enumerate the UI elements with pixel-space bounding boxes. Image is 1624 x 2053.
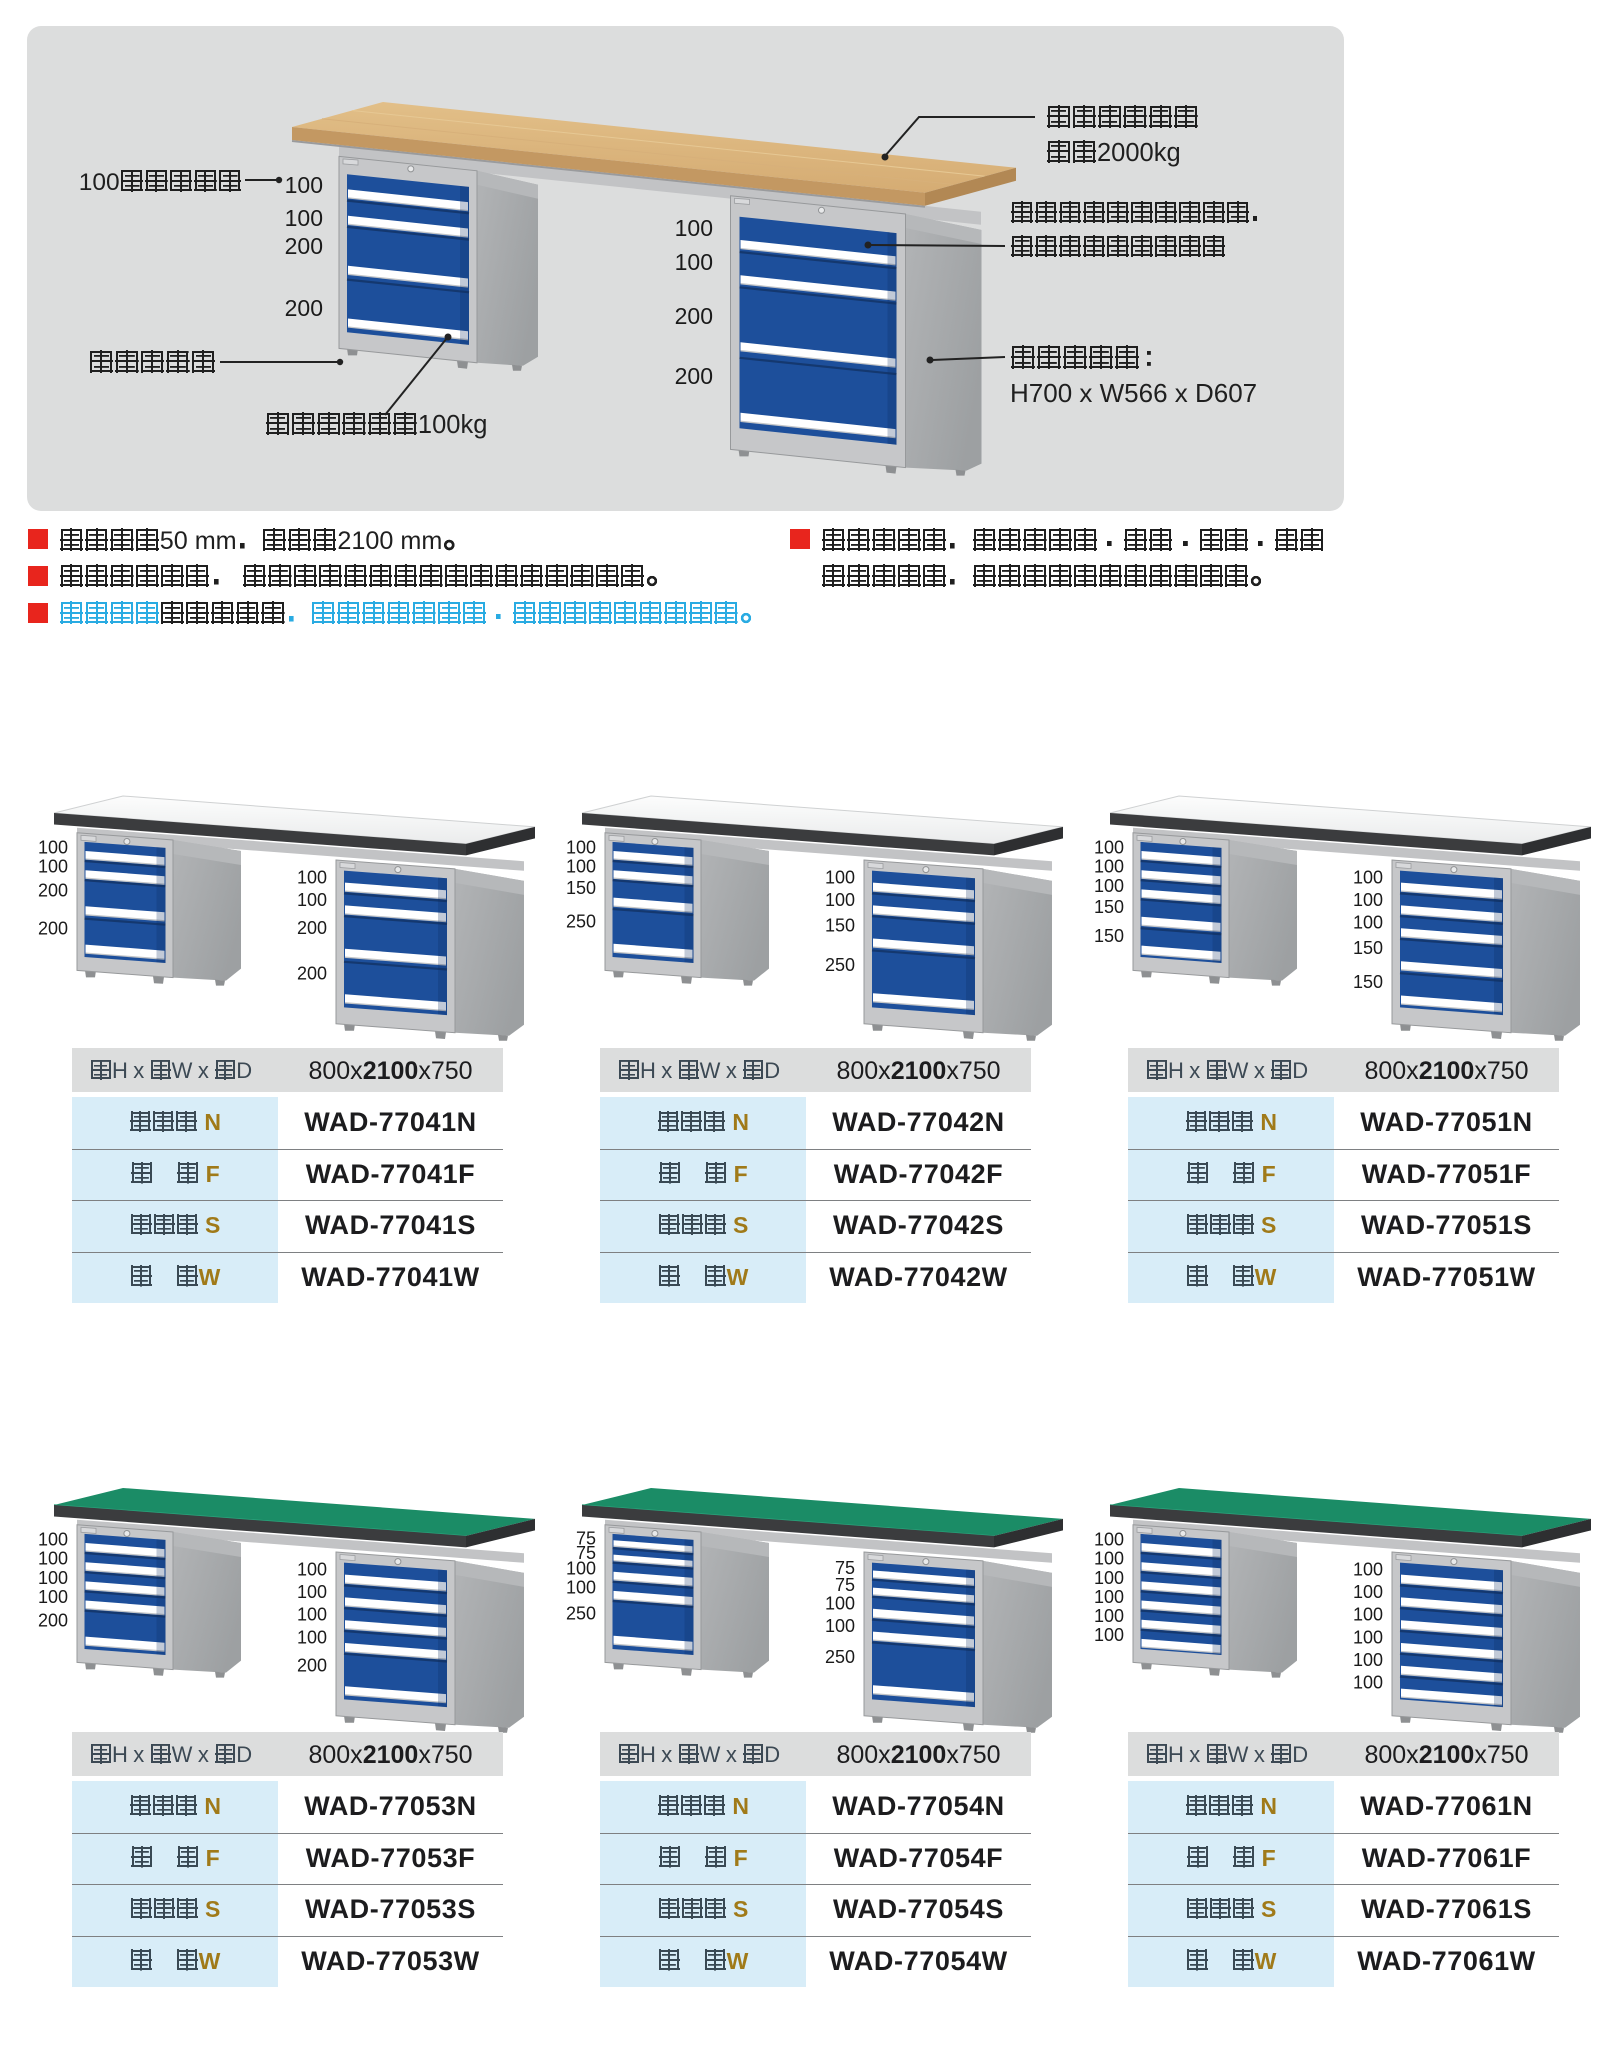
svg-text:200: 200 [38, 880, 68, 900]
svg-text:100: 100 [1353, 1673, 1383, 1693]
svg-text:100: 100 [285, 205, 323, 231]
svg-text:100: 100 [1353, 913, 1383, 933]
svg-text:100: 100 [297, 1582, 327, 1602]
svg-text:75: 75 [835, 1558, 855, 1578]
svg-text:100: 100 [297, 1605, 327, 1625]
svg-text:100: 100 [825, 1593, 855, 1613]
svg-text:100: 100 [825, 1616, 855, 1636]
svg-text:200: 200 [297, 918, 327, 938]
svg-text:150: 150 [1353, 972, 1383, 992]
svg-text:100: 100 [825, 867, 855, 887]
svg-text:100: 100 [1094, 1568, 1124, 1588]
svg-text:100: 100 [825, 890, 855, 910]
svg-text:100: 100 [297, 1627, 327, 1647]
svg-text:100: 100 [1353, 1559, 1383, 1579]
svg-text:100: 100 [1353, 1582, 1383, 1602]
svg-text:100: 100 [1353, 1627, 1383, 1647]
svg-text:250: 250 [825, 955, 855, 975]
svg-text:100: 100 [1353, 890, 1383, 910]
svg-text:75: 75 [835, 1575, 855, 1595]
svg-text:150: 150 [566, 878, 596, 898]
svg-text:100: 100 [297, 867, 327, 887]
svg-text:100: 100 [1094, 876, 1124, 896]
svg-text:250: 250 [825, 1647, 855, 1667]
svg-text:150: 150 [1094, 926, 1124, 946]
svg-text:100: 100 [297, 890, 327, 910]
svg-text:250: 250 [566, 1603, 596, 1623]
svg-text:100: 100 [38, 1587, 68, 1607]
svg-text:100: 100 [1353, 867, 1383, 887]
svg-text:200: 200 [38, 919, 68, 939]
svg-text:100: 100 [1094, 1587, 1124, 1607]
svg-text:100: 100 [38, 1568, 68, 1588]
svg-text:100: 100 [297, 1559, 327, 1579]
svg-text:100: 100 [38, 1549, 68, 1569]
svg-text:200: 200 [297, 1655, 327, 1675]
svg-text:75: 75 [576, 1529, 596, 1549]
svg-text:100: 100 [1094, 838, 1124, 858]
svg-text:150: 150 [1094, 897, 1124, 917]
svg-text:100: 100 [38, 838, 68, 858]
svg-text:100: 100 [1094, 1625, 1124, 1645]
svg-text:100: 100 [1094, 1606, 1124, 1626]
svg-text:100: 100 [675, 249, 713, 275]
svg-text:150: 150 [825, 915, 855, 935]
svg-text:100: 100 [1094, 1549, 1124, 1569]
svg-text:200: 200 [38, 1611, 68, 1631]
svg-text:100: 100 [566, 1558, 596, 1578]
svg-text:100: 100 [566, 857, 596, 877]
svg-text:150: 150 [1353, 938, 1383, 958]
svg-text:100: 100 [566, 1577, 596, 1597]
svg-text:100: 100 [1094, 857, 1124, 877]
svg-text:100: 100 [38, 1530, 68, 1550]
svg-text:100: 100 [285, 172, 323, 198]
svg-text:100: 100 [1353, 1650, 1383, 1670]
svg-text:200: 200 [285, 295, 323, 321]
svg-text:100: 100 [38, 857, 68, 877]
svg-text:200: 200 [297, 963, 327, 983]
svg-text:100: 100 [1353, 1605, 1383, 1625]
svg-text:200: 200 [285, 233, 323, 259]
svg-text:100: 100 [1094, 1530, 1124, 1550]
svg-text:75: 75 [576, 1543, 596, 1563]
svg-text:100: 100 [675, 215, 713, 241]
svg-text:200: 200 [675, 363, 713, 389]
svg-text:250: 250 [566, 911, 596, 931]
svg-text:200: 200 [675, 303, 713, 329]
svg-text:100: 100 [566, 838, 596, 858]
